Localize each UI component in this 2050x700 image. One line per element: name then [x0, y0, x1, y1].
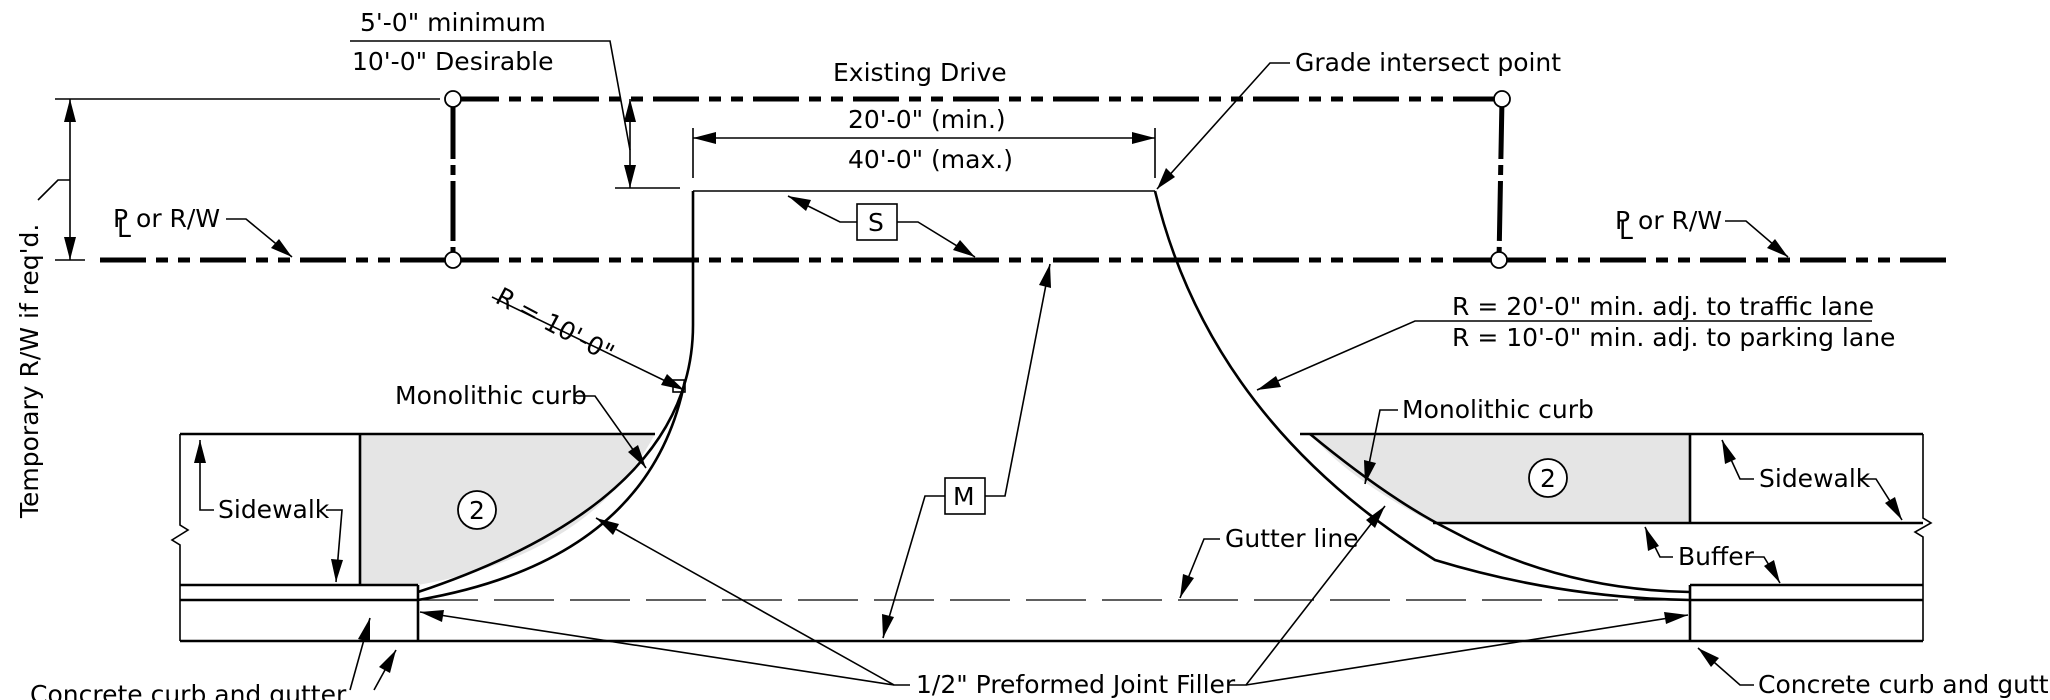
pl-subscript-left: L [117, 214, 131, 243]
sidewalk-right-arrow-a [1722, 440, 1736, 464]
monolithic-curb-left-arrow [628, 445, 646, 468]
radius-right-leader [1256, 320, 1435, 391]
monolithic-curb-right-arrow [1364, 460, 1376, 484]
pl-rw-left-arrow [271, 239, 292, 257]
sidewalk-right-label: Sidewalk [1759, 464, 1871, 493]
radius-right-arrow [1257, 376, 1281, 390]
zone-2-label-right: 2 [1540, 464, 1556, 493]
grade-intersect-arrow [1157, 168, 1175, 189]
radius-left-tangent-box [672, 379, 686, 393]
drive-edge-right-curb-inner [1309, 432, 1691, 594]
buffer-arrow-b [1764, 560, 1780, 583]
sidewalk-left-arrow-b [331, 559, 343, 582]
curb-gutter-left-arrow-b [379, 650, 396, 673]
monolithic-curb-left-leader [575, 395, 647, 469]
drive-width-arrow-left [693, 132, 716, 144]
radius-left-leader [491, 296, 685, 391]
setback-arrow-bottom [624, 165, 636, 188]
joint-filler-arrow-4 [1664, 612, 1688, 624]
monolithic-curb-left-label: Monolithic curb [395, 381, 587, 410]
s-tag-arrow-right [953, 240, 975, 257]
break-line-left [170, 434, 190, 641]
joint-filler-leader-1 [595, 517, 910, 686]
temporary-rw-label: Temporary R/W if req'd. [15, 224, 44, 519]
curb-gutter-right-label: Concrete curb and gutter [1758, 670, 2050, 699]
drive-edge-right-curve [1153, 190, 1691, 602]
m-tag-leader-down [882, 495, 945, 639]
temp-rw-arrow-top [64, 99, 76, 122]
grade-intersect-label: Grade intersect point [1295, 48, 1561, 77]
joint-filler-arrow-3 [1366, 506, 1385, 528]
sidewalk-left-label: Sidewalk [218, 495, 330, 524]
s-tag-arrow-left [788, 196, 811, 211]
m-tag-label: M [953, 482, 975, 511]
existing-drive-label: Existing Drive [833, 58, 1007, 87]
radius-parking-label: R = 10'-0" min. adj. to parking lane [1452, 323, 1895, 352]
temp-rw-leader [37, 179, 70, 201]
joint-filler-label: 1/2" Preformed Joint Filler [916, 670, 1236, 699]
setback-leader [575, 40, 631, 151]
node-bottom-right [1490, 251, 1508, 269]
setback-minimum-label: 5'-0" minimum [360, 8, 546, 37]
sidewalk-left-leader-a [199, 440, 214, 511]
zone-2-circle-left [457, 490, 497, 530]
sidewalk-right-arrow-b [1885, 497, 1902, 520]
rw-connector-right [1496, 98, 1505, 261]
monolithic-curb-right-leader [1364, 409, 1398, 485]
monolithic-curb-right-label: Monolithic curb [1402, 395, 1594, 424]
gutter-line-label: Gutter line [1225, 524, 1359, 553]
buffer-label: Buffer [1678, 542, 1755, 571]
drive-edge-left-curve [417, 191, 695, 594]
drive-width-arrow-right [1132, 132, 1155, 144]
curb-gutter-left-arrow-a [358, 618, 370, 642]
temp-rw-arrow-bottom [64, 237, 76, 260]
node-bottom-left [444, 251, 462, 269]
m-tag-arrow-up [1039, 264, 1051, 288]
sidewalk-left-leader-b [326, 509, 343, 583]
radius-left-label: R = 10'-0" [491, 282, 619, 368]
node-top-left [444, 90, 462, 108]
drive-max-label: 40'-0" (max.) [848, 145, 1013, 174]
m-tag-leader-up [985, 263, 1051, 497]
break-line-right [1913, 434, 1933, 641]
grade-intersect-leader [1156, 62, 1290, 190]
zone-2-area-right [1310, 434, 1690, 523]
curb-gutter-left-label: Concrete curb and gutter [30, 680, 347, 700]
buffer-arrow-a [1645, 527, 1659, 551]
setback-arrow-top [624, 99, 636, 122]
drive-min-label: 20'-0" (min.) [848, 105, 1006, 134]
zone-2-circle-right [1528, 458, 1568, 498]
s-tag-label: S [868, 208, 884, 237]
m-tag-arrow-down [882, 614, 894, 638]
joint-filler-arrow-1 [596, 518, 619, 535]
s-tag-leader-right [897, 221, 976, 258]
radius-traffic-label: R = 20'-0" min. adj. to traffic lane [1452, 292, 1874, 321]
setback-desirable-label: 10'-0" Desirable [352, 47, 553, 76]
node-top-right [1493, 90, 1511, 108]
joint-filler-leader-2 [419, 611, 895, 686]
curb-gutter-right-arrow [1698, 648, 1719, 667]
zone-2-label-left: 2 [469, 496, 485, 525]
pl-rw-left-label: P or R/W [113, 204, 220, 233]
joint-filler-arrow-2 [420, 610, 444, 622]
pl-rw-right-arrow [1767, 239, 1788, 257]
sidewalk-left-arrow-a [194, 440, 206, 463]
pl-rw-right-label: P or R/W [1615, 206, 1722, 235]
zone-2-area-left [360, 434, 655, 585]
gutter-line-arrow [1180, 574, 1194, 598]
joint-filler-leader-4 [1245, 614, 1689, 686]
pl-subscript-right: L [1619, 216, 1633, 245]
drive-edge-left-curb-outer [417, 379, 687, 602]
